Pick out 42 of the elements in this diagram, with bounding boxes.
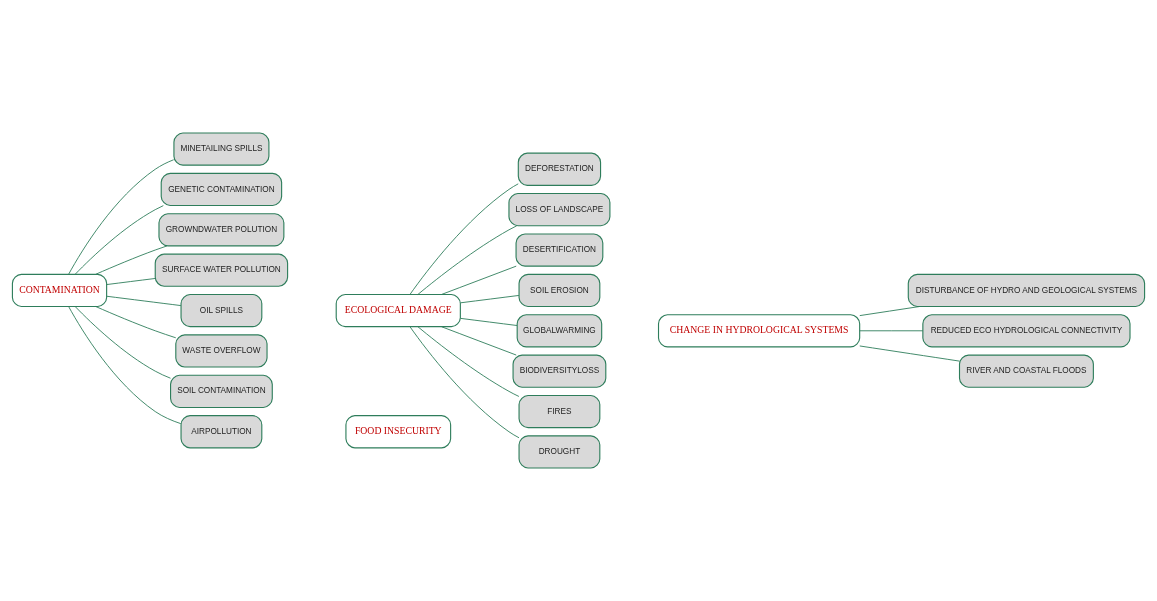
connector — [74, 306, 171, 379]
connector — [859, 345, 960, 362]
node-box: GROWNDWATER POLUTION — [158, 213, 285, 247]
node-box: RIVER AND COASTAL FLOODS — [958, 354, 1094, 388]
node-box: SURFACE WATER POLLUTION — [154, 253, 289, 287]
node-box: FOOD INSECURITY — [345, 415, 452, 449]
node-box: GLOBALWARMING — [516, 314, 603, 348]
node-box: CHANGE IN HYDROLOGICAL SYSTEMS — [657, 314, 861, 348]
connector — [106, 278, 156, 285]
node-box: ECOLOGICAL DAMAGE — [335, 293, 461, 328]
connector — [417, 225, 518, 295]
node-box: REDUCED ECO HYDROLOGICAL CONNECTIVITY — [922, 314, 1131, 348]
node-box: WASTE OVERFLOW — [175, 334, 268, 368]
connector — [417, 326, 520, 397]
node-box: SOIL EROSION — [518, 273, 601, 308]
node-box: DEFORESTATION — [517, 152, 602, 186]
connector — [95, 245, 168, 275]
node-box: GENETIC CONTAMINATION — [160, 172, 283, 207]
connector — [441, 326, 517, 356]
connector — [95, 306, 177, 339]
connector — [68, 306, 182, 425]
connector — [859, 330, 924, 332]
node-box: AIRPOLLUTION — [180, 415, 263, 449]
node-box: CONTAMINATION — [11, 273, 108, 308]
node-box: BIODIVERSITYLOSS — [512, 354, 607, 388]
connector — [409, 326, 520, 439]
connector — [460, 317, 518, 326]
node-box: LOSS OF LANDSCAPE — [508, 193, 611, 227]
connector — [859, 306, 921, 317]
node-box: SOIL CONTAMINATION — [170, 374, 273, 408]
connector — [74, 205, 164, 275]
connector — [460, 295, 520, 304]
node-box: DESERTIFICATION — [515, 233, 604, 267]
node-box: MINETAILING SPILLS — [173, 132, 270, 166]
node-box: DISTURBANCE OF HYDRO AND GEOLOGICAL SYSTEMS — [907, 273, 1146, 308]
connector — [68, 159, 175, 275]
connector — [106, 295, 182, 307]
node-box: DROUGHT — [518, 435, 601, 469]
connector — [409, 183, 519, 295]
connector — [441, 265, 517, 295]
node-box: FIRES — [518, 394, 601, 429]
node-box: OIL SPILLS — [180, 293, 263, 328]
